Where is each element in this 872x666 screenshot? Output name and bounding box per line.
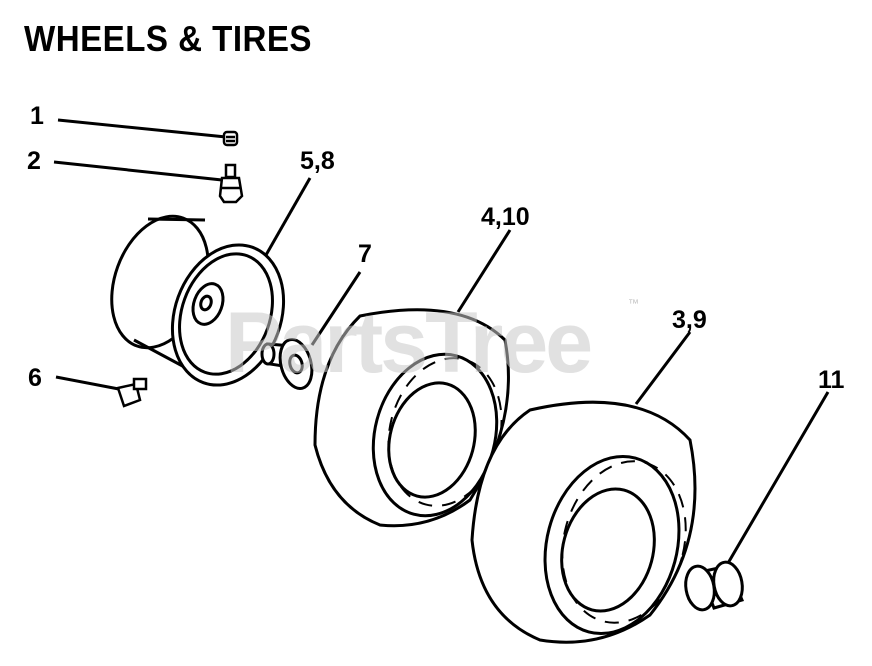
callout-2: 2 bbox=[27, 147, 41, 175]
watermark: PartsTree bbox=[225, 295, 593, 391]
leader-line-2 bbox=[53, 160, 223, 182]
rim-part bbox=[110, 214, 286, 387]
watermark-trademark: ™ bbox=[628, 298, 639, 310]
rear-tire-part bbox=[470, 400, 697, 644]
bushing-part bbox=[260, 338, 314, 390]
callout-7: 7 bbox=[358, 240, 372, 268]
callout-4-10: 4,10 bbox=[481, 203, 530, 231]
diagram-title: WHEELS & TIRES bbox=[24, 18, 312, 59]
callout-5-8: 5,8 bbox=[300, 147, 335, 175]
callout-3-9: 3,9 bbox=[672, 306, 707, 334]
leader-line-4-10 bbox=[456, 229, 512, 313]
callout-1: 1 bbox=[30, 102, 44, 130]
leader-line-6 bbox=[55, 375, 125, 392]
grease-fitting-part bbox=[116, 377, 148, 408]
callout-11: 11 bbox=[818, 366, 845, 394]
leader-line-5-8 bbox=[264, 177, 312, 256]
front-tire-part bbox=[313, 308, 510, 528]
leader-line-1 bbox=[57, 118, 227, 139]
valve-stem-part bbox=[218, 163, 244, 204]
leader-line-11 bbox=[722, 391, 830, 571]
cap-part bbox=[684, 560, 745, 612]
valve-cap-part bbox=[222, 130, 239, 147]
callout-6: 6 bbox=[28, 364, 42, 392]
leader-line-3-9 bbox=[634, 331, 692, 405]
leader-line-7 bbox=[310, 271, 362, 346]
